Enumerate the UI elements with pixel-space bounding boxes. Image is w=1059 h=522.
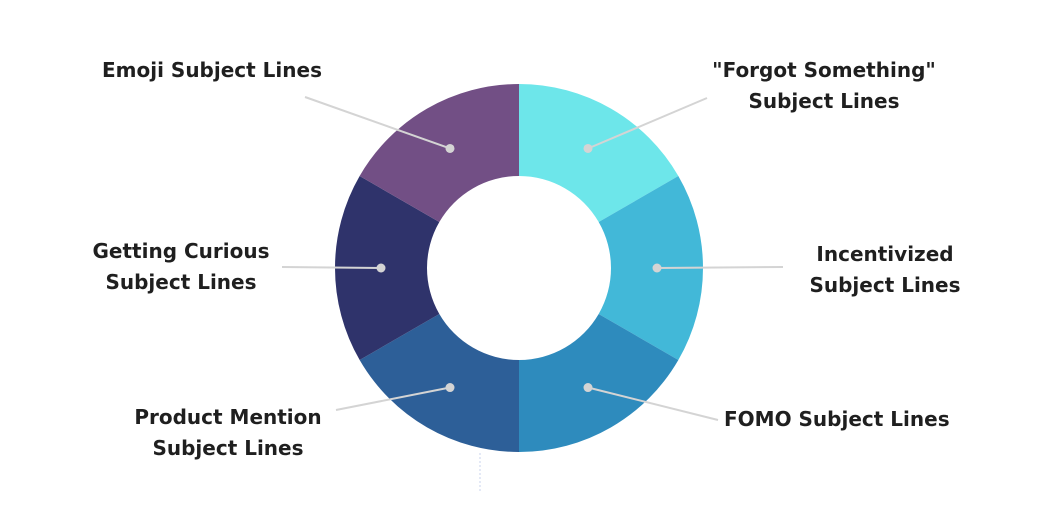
label-forgot-something-line-2: Subject Lines [748,89,900,113]
leader-dot-getting-curious [376,263,386,273]
slice-forgot-something [519,84,679,222]
label-forgot-something-line-1: "Forgot Something" [712,58,936,82]
leader-line-forgot-something [587,97,708,150]
leader-line-incentivized [656,266,784,269]
leader-line-product-mention [335,386,451,411]
leader-dot-forgot-something [583,143,593,153]
label-emoji-line-1: Emoji Subject Lines [102,58,322,82]
leader-dot-incentivized [652,263,662,273]
slice-incentivized [598,176,703,360]
slice-getting-curious [335,176,440,360]
label-getting-curious-line-2: Subject Lines [105,270,257,294]
label-getting-curious-line-1: Getting Curious [92,239,270,263]
label-product-mention-line-1: Product Mention [134,405,322,429]
slices-group [335,84,703,452]
label-getting-curious: Getting Curious Subject Lines [83,236,279,298]
leader-dot-emoji [445,143,455,153]
label-product-mention-line-2: Subject Lines [152,436,304,460]
label-fomo: FOMO Subject Lines [724,404,950,435]
label-forgot-something: "Forgot Something" Subject Lines [704,55,944,117]
leader-line-emoji [304,96,451,150]
leader-dot-fomo [583,383,593,393]
leader-line-getting-curious [281,266,382,269]
leader-dot-product-mention [445,383,455,393]
slice-fomo [519,314,679,452]
slice-emoji [359,84,519,222]
label-fomo-line-1: FOMO Subject Lines [724,407,950,431]
leader-lines-group [281,96,784,421]
leader-line-fomo [587,386,719,421]
label-emoji: Emoji Subject Lines [102,55,322,86]
label-product-mention: Product Mention Subject Lines [118,402,338,464]
slice-product-mention [359,314,519,452]
label-incentivized-line-2: Subject Lines [809,273,961,297]
label-incentivized-line-1: Incentivized [816,242,954,266]
label-incentivized: Incentivized Subject Lines [790,239,980,301]
